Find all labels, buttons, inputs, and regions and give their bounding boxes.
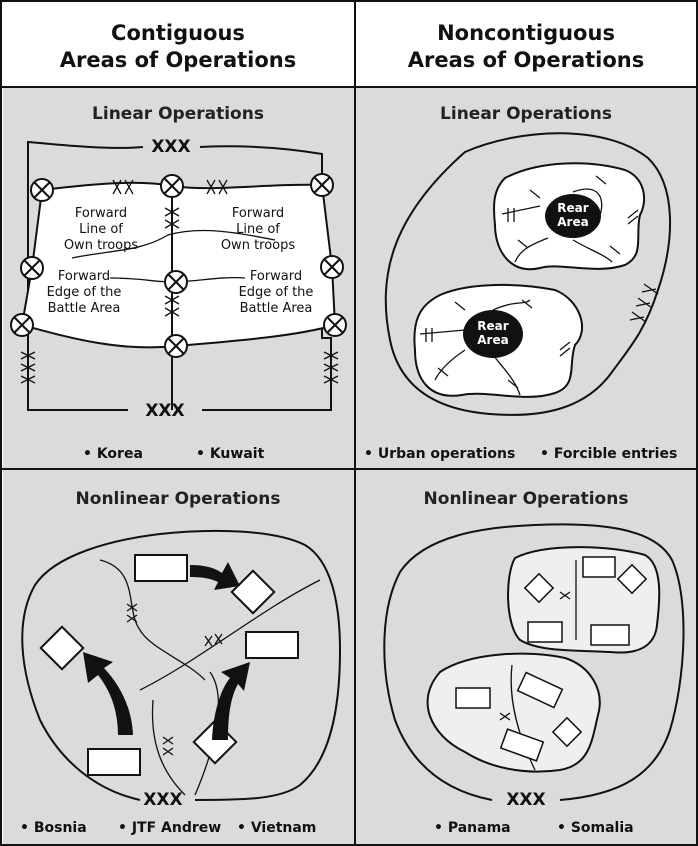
flot-right-line3: Own troops: [221, 238, 296, 253]
feba-left-line3: Battle Area: [48, 301, 121, 316]
panel-title: Nonlinear Operations: [424, 489, 629, 509]
example-urban-operations: • Urban operations: [364, 446, 515, 462]
example-bosnia: • Bosnia: [20, 820, 87, 836]
forward-area: [20, 181, 337, 349]
lower-ao-lines: [419, 299, 531, 396]
unit-box-9: [499, 728, 545, 762]
feba-left-line2: Edge of the: [47, 285, 122, 300]
unit-box-3: [87, 748, 141, 776]
army-boundary-label: XXX: [506, 790, 545, 810]
objective-diamond-5: [616, 563, 648, 595]
lower-area-of-operations: [426, 652, 601, 773]
army-boundary-right: [199, 145, 332, 411]
division-boundary-xx: [126, 603, 223, 756]
unit-box-8: [516, 671, 564, 709]
attack-arrow-3: [212, 662, 250, 740]
panel-contiguous-linear: Linear Operations XXX XXX Forward Line o…: [10, 104, 347, 462]
unit-box-6: [590, 624, 630, 646]
army-boundary: [384, 132, 672, 416]
army-boundary-label: XXX: [143, 790, 182, 810]
army-boundary-left: [27, 140, 144, 411]
flot-left-line3: Own troops: [64, 238, 139, 253]
feba-right-line2: Edge of the: [239, 285, 314, 300]
feba-left-line1: Forward: [58, 269, 110, 284]
upper-ao-boundary: [559, 560, 577, 640]
flot-left-line1: Forward: [75, 206, 127, 221]
example-somalia: • Somalia: [557, 820, 634, 836]
objective-diamond-6: [551, 716, 583, 748]
flot-line: [71, 229, 276, 259]
panel-title: Linear Operations: [92, 104, 264, 124]
flot-right-line1: Forward: [232, 206, 284, 221]
army-boundary: [383, 523, 685, 801]
example-panama: • Panama: [434, 820, 511, 836]
army-boundary-xxx-side: [20, 351, 339, 384]
unit-box-2: [245, 631, 299, 659]
header-contiguous-line1: Contiguous: [111, 21, 245, 45]
example-korea: • Korea: [83, 446, 143, 462]
panel-bg-noncontiguous-linear: [356, 88, 696, 468]
lower-ao-ticks: [425, 299, 571, 389]
army-boundary: [21, 529, 342, 801]
upper-ao-lines: [501, 188, 613, 263]
rear-area-lower-line1: Rear: [477, 319, 508, 333]
attack-arrow-2: [83, 652, 133, 735]
panel-noncontiguous-linear: Linear Operations Rear Area Rear Area • …: [364, 104, 677, 462]
panel-noncontiguous-nonlinear: Nonlinear Operations XXX • Panama • Soma…: [383, 489, 685, 836]
unit-box-7: [455, 687, 491, 709]
unit-box-5: [527, 621, 563, 643]
army-boundary-label-bottom: XXX: [145, 401, 184, 421]
header-noncontiguous-line2: Areas of Operations: [408, 48, 644, 72]
objective-diamond-4: [523, 572, 555, 604]
header-contiguous-line2: Areas of Operations: [60, 48, 296, 72]
corps-boundary-xx-top: [112, 179, 228, 195]
example-kuwait: • Kuwait: [196, 446, 265, 462]
attack-arrow-1: [190, 562, 240, 590]
upper-ao-ticks: [507, 175, 639, 255]
header-noncontiguous-line1: Noncontiguous: [437, 21, 615, 45]
army-boundary-label-top: XXX: [151, 137, 190, 157]
flot-right-line2: Line of: [236, 222, 280, 237]
example-jtf-andrew: • JTF Andrew: [118, 820, 221, 836]
boundary-line-upper: [99, 559, 206, 681]
feba-right-line1: Forward: [250, 269, 302, 284]
unit-box-1: [134, 554, 188, 582]
objective-diamond-1: [39, 625, 85, 671]
rear-area-lower-line2: Area: [477, 333, 508, 347]
army-boundary-xxx: [629, 283, 659, 323]
corps-boundary-xx: [164, 207, 180, 317]
rear-area-lower: [463, 310, 523, 358]
boundary-line-lower: [151, 699, 186, 796]
rear-area-upper-line1: Rear: [557, 201, 588, 215]
feba-right-line3: Battle Area: [240, 301, 313, 316]
example-vietnam: • Vietnam: [237, 820, 316, 836]
panel-contiguous-nonlinear: Nonlinear Operations XXX • Bosnia • JTF …: [20, 489, 342, 836]
rear-area-upper-line2: Area: [557, 215, 588, 229]
boundary-line-diagonal: [139, 579, 321, 691]
unit-box-4: [582, 556, 616, 578]
panel-title: Nonlinear Operations: [76, 489, 281, 509]
panel-title: Linear Operations: [440, 104, 612, 124]
example-forcible-entries: • Forcible entries: [540, 446, 677, 462]
rear-area-upper: [545, 194, 601, 238]
objective-diamond-2: [230, 569, 276, 615]
flot-left-line2: Line of: [79, 222, 123, 237]
